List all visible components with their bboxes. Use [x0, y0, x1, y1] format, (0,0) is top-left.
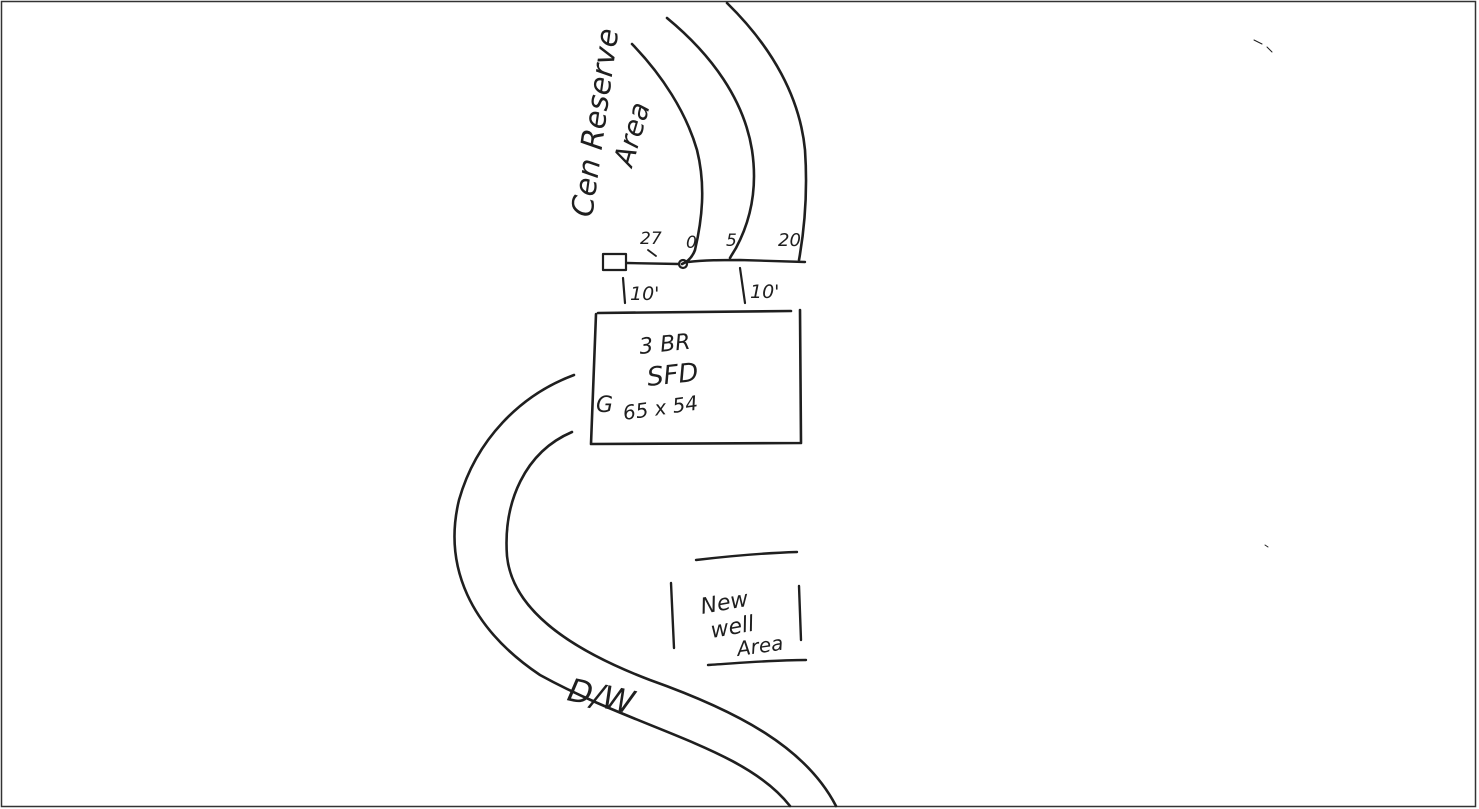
curved-line-left: [630, 42, 704, 266]
house-label-line3: 65 x 54: [621, 391, 699, 425]
curved-line-right: [725, 1, 808, 262]
curved-line-middle: [665, 16, 756, 260]
stray-mark-right: [1264, 544, 1269, 548]
dim-27-label: 27: [640, 229, 662, 249]
setback-right-tick: [738, 266, 747, 305]
house-label-line1: 3 BR: [638, 330, 692, 360]
setback-left-tick: [621, 276, 627, 305]
dim-27-tick: [647, 249, 657, 257]
house-label-line2: SFD: [646, 358, 700, 393]
well-area-top: [694, 550, 799, 562]
dim-20-label: 20: [778, 230, 801, 251]
house-outline: [589, 308, 803, 446]
setback-left-label: 10': [630, 283, 659, 305]
well-area-right: [797, 584, 803, 642]
driveway-label: D/W: [564, 671, 639, 722]
driveway-inner: [505, 430, 838, 808]
house-garage-label: G: [596, 393, 613, 418]
well-area-left: [669, 581, 676, 650]
stray-mark-top-right: [1253, 39, 1273, 53]
frontage-line: [625, 258, 807, 266]
dim-5-label: 5: [726, 231, 737, 251]
corner-marker-square: [601, 252, 628, 272]
well-area-bottom: [706, 658, 808, 667]
driveway-outer: [453, 373, 792, 808]
dim-0-label: 0: [686, 233, 697, 253]
frontage-point: [677, 258, 689, 270]
setback-right-label: 10': [750, 281, 779, 303]
